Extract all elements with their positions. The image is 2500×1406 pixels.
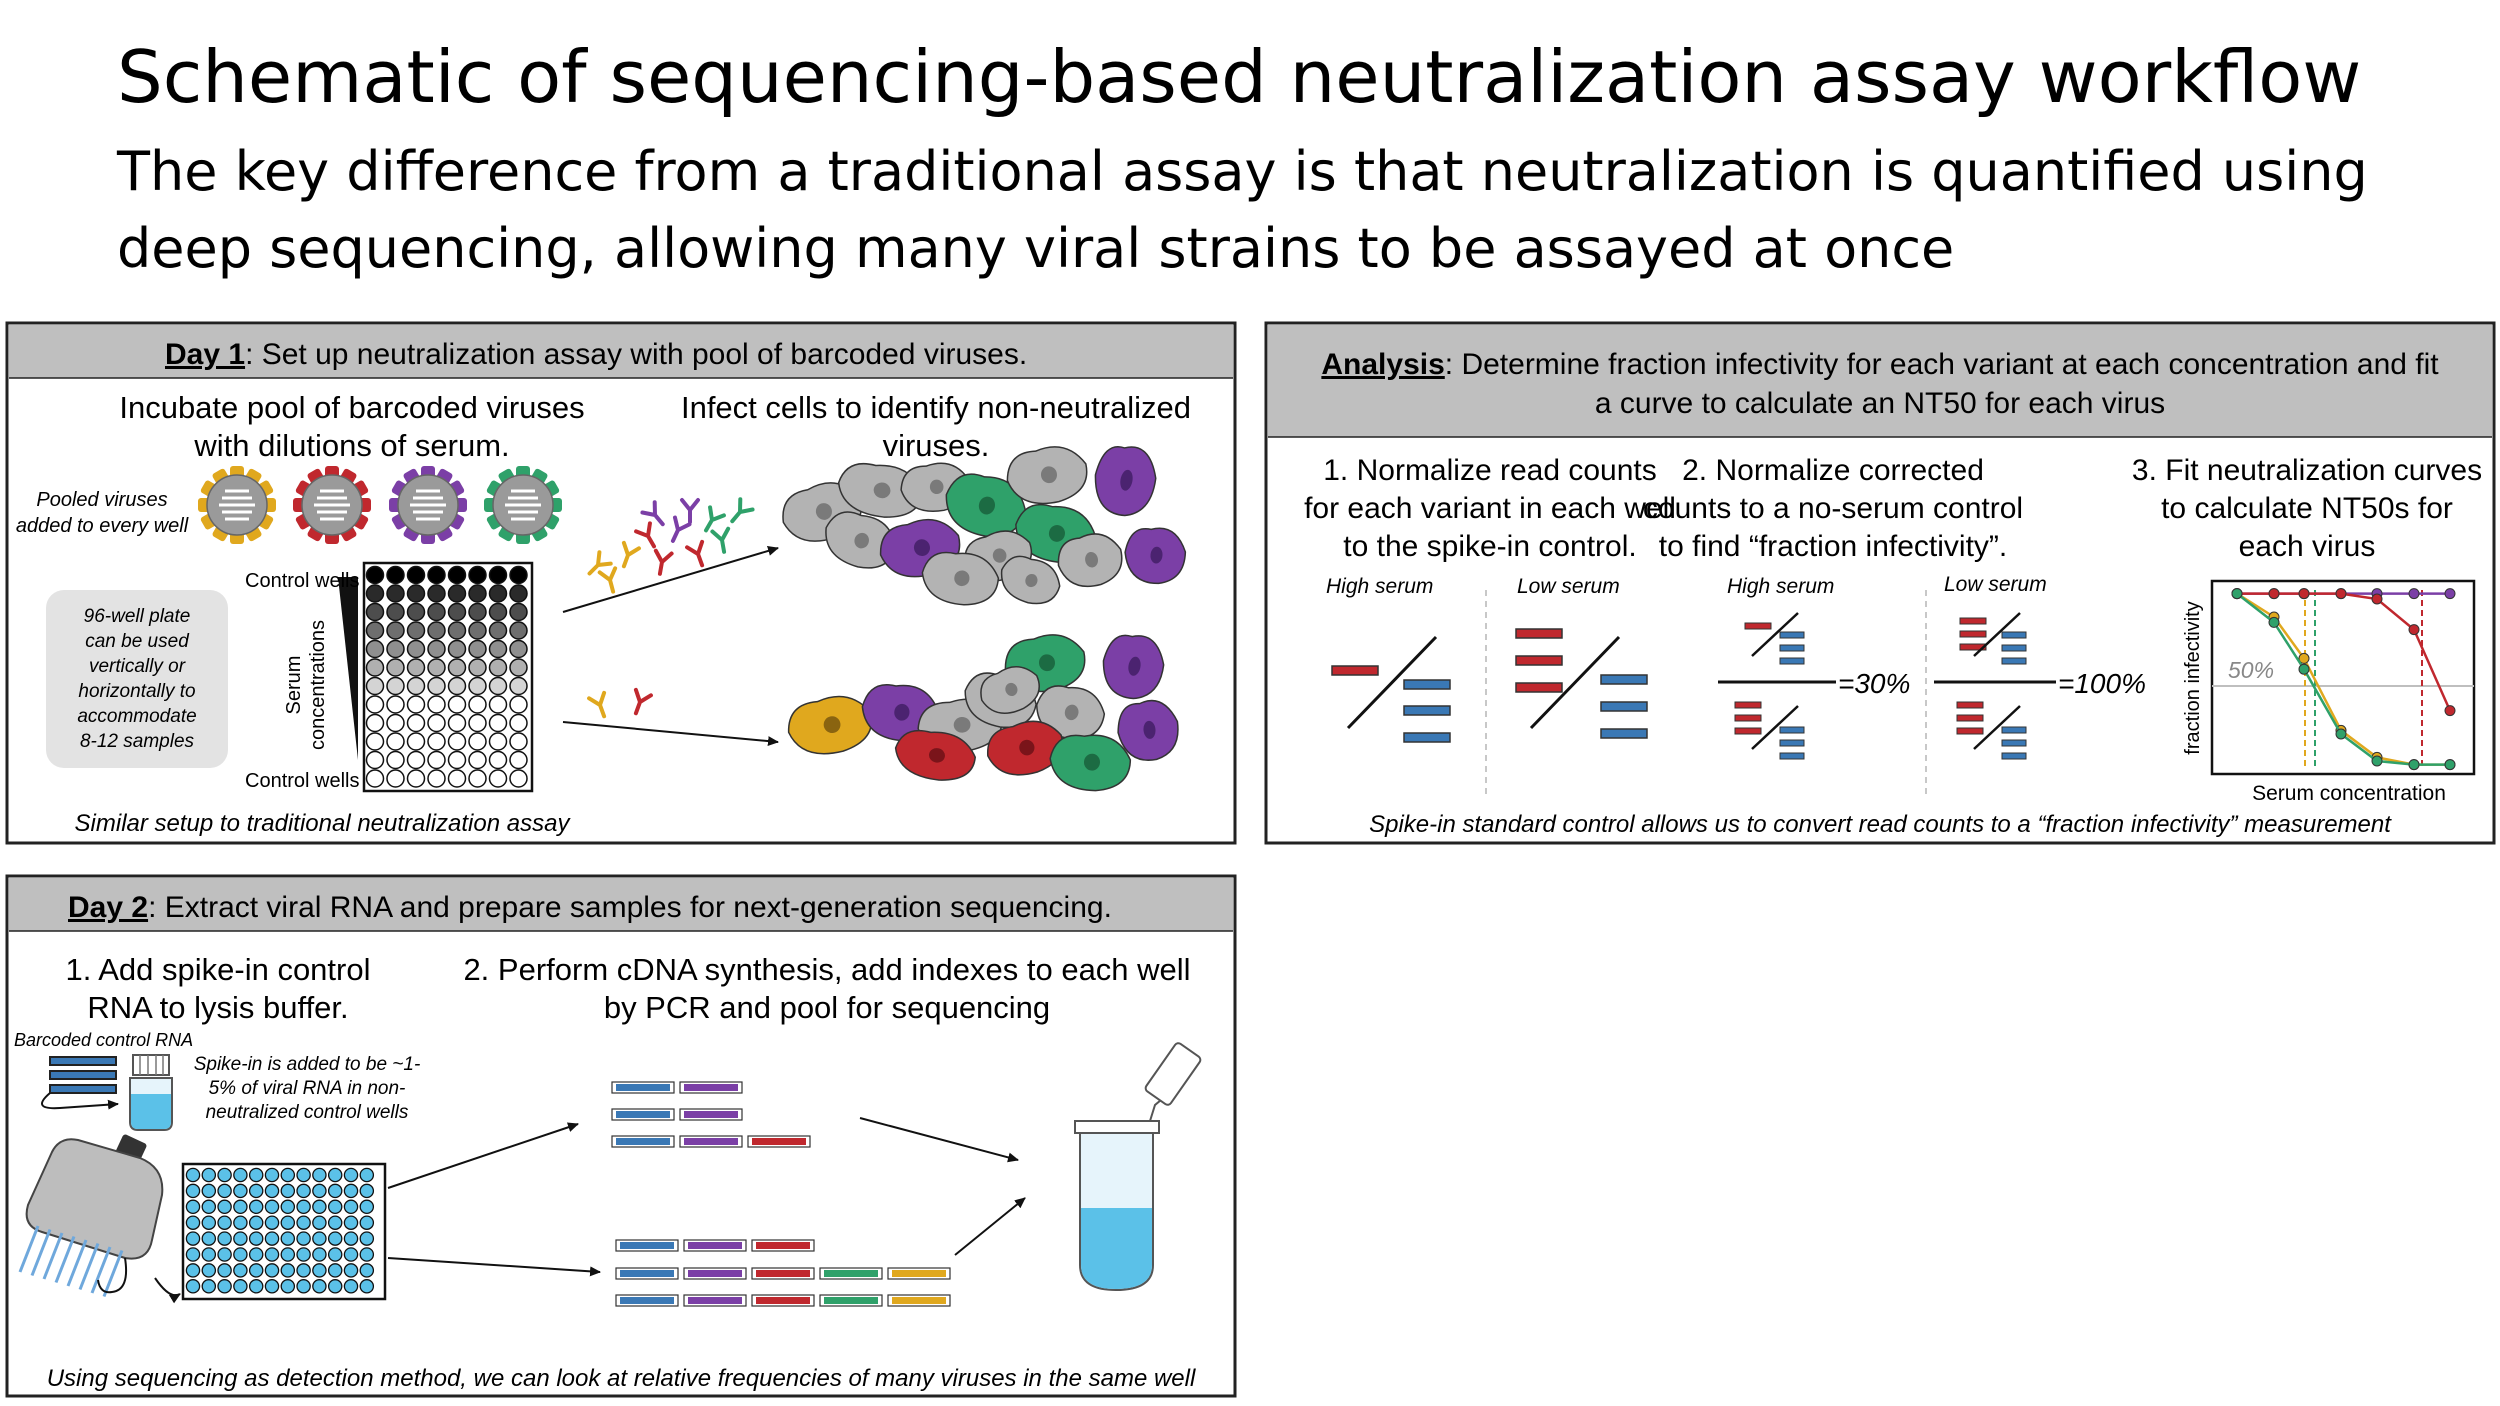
low-serum-label-2: Low serum — [1944, 573, 2047, 596]
pct30-label: =30% — [1838, 668, 1910, 699]
read-counts-high-serum — [1331, 635, 1451, 743]
day1-infect-line1: Infect cells to identify non-neutralized — [681, 390, 1191, 425]
multichannel-pipette-icon — [18, 1134, 181, 1304]
svg-text:2. Normalize corrected: 2. Normalize corrected — [1682, 454, 1984, 487]
neutralization-curve-plot: 50% fraction infectivity Serum concentra… — [2182, 579, 2476, 805]
page-subtitle-line2: deep sequencing, allowing many viral str… — [117, 217, 1954, 280]
day1-incubate-line1: Incubate pool of barcoded viruses — [119, 390, 584, 425]
day2-panel: Day 2: Extract viral RNA and prepare sam… — [5, 874, 1237, 1398]
cells-infected-cluster — [787, 634, 1179, 792]
control-rna-strands-icon — [41, 1056, 119, 1110]
antibody-icons-top — [587, 497, 755, 594]
svg-text:to find “fraction infectivity”: to find “fraction infectivity”. — [1659, 530, 2007, 563]
curve-xlabel: Serum concentration — [2252, 782, 2446, 805]
analysis-header: Analysis: Determine fraction infectivity… — [1321, 348, 2439, 381]
serum-label: Serum — [283, 656, 305, 715]
day1-infect-line2: viruses. — [883, 428, 990, 463]
analysis-step2: 2. Normalize corrected counts to a no-se… — [1643, 454, 2023, 563]
curve-ylabel: fraction infectivity — [2182, 601, 2204, 754]
infect-arrow-top — [562, 546, 779, 613]
svg-text:neutralized control wells: neutralized control wells — [206, 1102, 409, 1123]
indexed-amplicons — [611, 1081, 951, 1307]
day1-incubate-line2: with dilutions of serum. — [193, 428, 509, 463]
serum-plate-wells — [365, 565, 528, 788]
svg-text:counts to a no-serum control: counts to a no-serum control — [1643, 492, 2023, 525]
infect-arrow-bottom — [562, 721, 779, 747]
sample-plate-wells — [185, 1167, 375, 1294]
high-serum-label-2: High serum — [1727, 575, 1834, 598]
svg-text:can be used: can be used — [85, 631, 190, 652]
fraction-low-serum: =100% — [1934, 612, 2146, 760]
page-title: Schematic of sequencing-based neutraliza… — [117, 35, 2361, 119]
sample-plate — [181, 1162, 387, 1301]
svg-text:3. Fit neutralization curves: 3. Fit neutralization curves — [2132, 454, 2482, 487]
svg-text:to the spike-in control.: to the spike-in control. — [1343, 530, 1636, 563]
day2-step1-line2: RNA to lysis buffer. — [87, 990, 348, 1025]
plate-to-amplicons-arrow-1 — [387, 1122, 579, 1189]
control-wells-top-label: Control wells — [245, 570, 359, 592]
virus-gold-icon — [198, 466, 276, 544]
svg-text:each virus: each virus — [2239, 530, 2376, 563]
analysis-panel: Analysis: Determine fraction infectivity… — [1264, 321, 2496, 845]
day1-header: Day 1: Set up neutralization assay with … — [165, 338, 1027, 371]
day2-step1-line1: 1. Add spike-in control — [65, 952, 370, 987]
pooled-sequencing-tube-icon — [1074, 1042, 1202, 1292]
spike-in-tube-icon — [129, 1054, 173, 1131]
read-counts-low-serum — [1515, 628, 1648, 739]
day1-panel: Day 1: Set up neutralization assay with … — [5, 321, 1237, 845]
svg-text:96-well plate: 96-well plate — [84, 606, 191, 627]
pool-arrow-2 — [954, 1197, 1026, 1256]
plate-note-box — [46, 590, 228, 768]
svg-text:vertically or: vertically or — [89, 656, 186, 677]
serum-label-2: concentrations — [307, 620, 329, 750]
day2-step2-line1: 2. Perform cDNA synthesis, add indexes t… — [463, 952, 1190, 987]
day2-footer: Using sequencing as detection method, we… — [47, 1365, 1196, 1392]
barcoded-control-label: Barcoded control RNA — [14, 1030, 193, 1050]
serum-gradient-triangle — [338, 577, 358, 760]
svg-text:5% of viral RNA in non-: 5% of viral RNA in non- — [209, 1078, 406, 1099]
control-wells-bottom-label: Control wells — [245, 770, 359, 792]
plate-to-amplicons-arrow-2 — [387, 1257, 601, 1277]
analysis-footer: Spike-in standard control allows us to c… — [1369, 811, 2392, 838]
fraction-high-serum: =30% — [1718, 612, 1910, 760]
analysis-step3: 3. Fit neutralization curves to calculat… — [2132, 454, 2482, 563]
low-serum-label: Low serum — [1517, 575, 1620, 598]
pct100-label: =100% — [2058, 668, 2146, 699]
antibody-icons-bottom — [587, 687, 653, 719]
svg-text:1. Normalize read counts: 1. Normalize read counts — [1323, 454, 1657, 487]
svg-text:horizontally to: horizontally to — [78, 681, 195, 702]
day2-header: Day 2: Extract viral RNA and prepare sam… — [68, 891, 1112, 924]
svg-text:for each variant in each well: for each variant in each well — [1304, 492, 1676, 525]
analysis-header-line2: a curve to calculate an NT50 for each vi… — [1595, 387, 2165, 420]
day2-step2-line2: by PCR and pool for sequencing — [604, 990, 1050, 1025]
svg-text:Spike-in is added to be ~1-: Spike-in is added to be ~1- — [194, 1054, 421, 1075]
virus-purple-icon — [389, 466, 467, 544]
fifty-percent-label: 50% — [2228, 657, 2274, 683]
day1-footer: Similar setup to traditional neutralizat… — [75, 810, 572, 837]
pooled-viruses-label-2: added to every well — [16, 515, 189, 537]
analysis-step1: 1. Normalize read counts for each varian… — [1304, 454, 1676, 563]
svg-text:8-12 samples: 8-12 samples — [80, 731, 195, 752]
pool-arrow-1 — [859, 1117, 1019, 1163]
virus-red-icon — [293, 466, 371, 544]
svg-text:accommodate: accommodate — [77, 706, 196, 727]
plate-note-text: 96-well plate can be used vertically or … — [77, 606, 196, 752]
curve-series — [2231, 588, 2456, 771]
pooled-viruses-label: Pooled viruses — [36, 489, 167, 511]
cells-neutralized-cluster — [782, 446, 1187, 606]
virus-green-icon — [484, 466, 562, 544]
spike-in-note: Spike-in is added to be ~1- 5% of viral … — [194, 1054, 421, 1123]
svg-text:to calculate NT50s for: to calculate NT50s for — [2161, 492, 2453, 525]
high-serum-label: High serum — [1326, 575, 1433, 598]
page-subtitle-line1: The key difference from a traditional as… — [116, 140, 2368, 203]
